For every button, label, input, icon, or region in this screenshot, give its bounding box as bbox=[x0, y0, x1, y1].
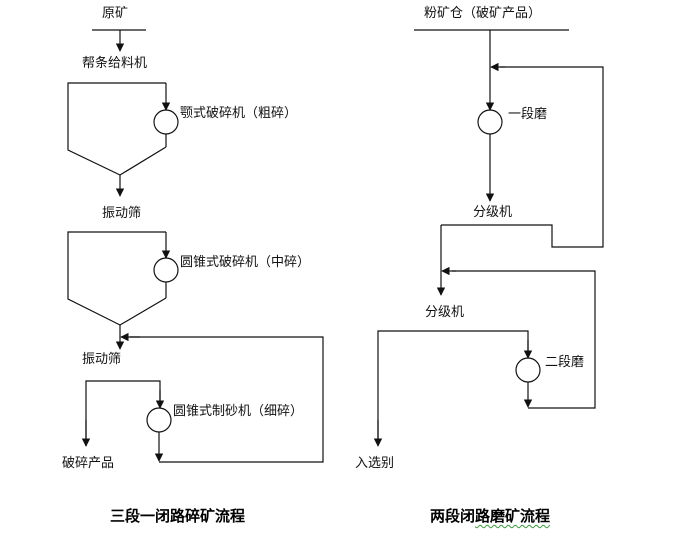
classifier-2-split bbox=[377, 330, 529, 445]
label-to-separation: 入选别 bbox=[355, 456, 395, 471]
label-feeder: 帮条给料机 bbox=[82, 56, 148, 71]
label-mill-2: 二段磨 bbox=[545, 355, 585, 370]
left-recycle-loop bbox=[130, 336, 324, 463]
label-fine-ore-bin: 粉矿仓（破矿产品） bbox=[424, 6, 542, 21]
mill-1-recycle-loop bbox=[441, 66, 604, 248]
label-crushed-product: 破碎产品 bbox=[62, 456, 115, 471]
jaw-crusher-symbol bbox=[153, 109, 179, 135]
label-screen-1: 振动筛 bbox=[102, 206, 142, 221]
label-sand-maker: 圆锥式制砂机（细碎） bbox=[173, 404, 304, 419]
label-cone-crusher: 圆锥式破碎机（中碎） bbox=[180, 255, 311, 270]
label-mill-1: 一段磨 bbox=[508, 107, 548, 122]
label-classifier-2: 分级机 bbox=[425, 305, 465, 320]
cone-crusher-symbol bbox=[153, 257, 179, 283]
label-screen-2: 振动筛 bbox=[82, 352, 122, 367]
mill-2-recycle-loop bbox=[452, 270, 596, 409]
mill-2-symbol bbox=[515, 357, 541, 383]
mill-1-symbol bbox=[477, 109, 503, 135]
label-jaw-crusher: 颚式破碎机（粗碎） bbox=[180, 106, 298, 121]
label-raw-ore: 原矿 bbox=[102, 6, 129, 21]
sand-maker-symbol bbox=[146, 407, 172, 433]
left-flow-title: 三段一闭路碎矿流程 bbox=[110, 507, 246, 525]
right-flow-title: 两段闭路磨矿流程 bbox=[430, 505, 550, 526]
feeder-hopper-outline bbox=[67, 82, 167, 176]
label-classifier-1: 分级机 bbox=[473, 205, 513, 220]
screen-1-outline bbox=[67, 231, 167, 326]
right-flow-title-part1: 两段闭 bbox=[430, 507, 476, 525]
right-flow-title-part2: 路磨矿流程 bbox=[475, 507, 551, 525]
